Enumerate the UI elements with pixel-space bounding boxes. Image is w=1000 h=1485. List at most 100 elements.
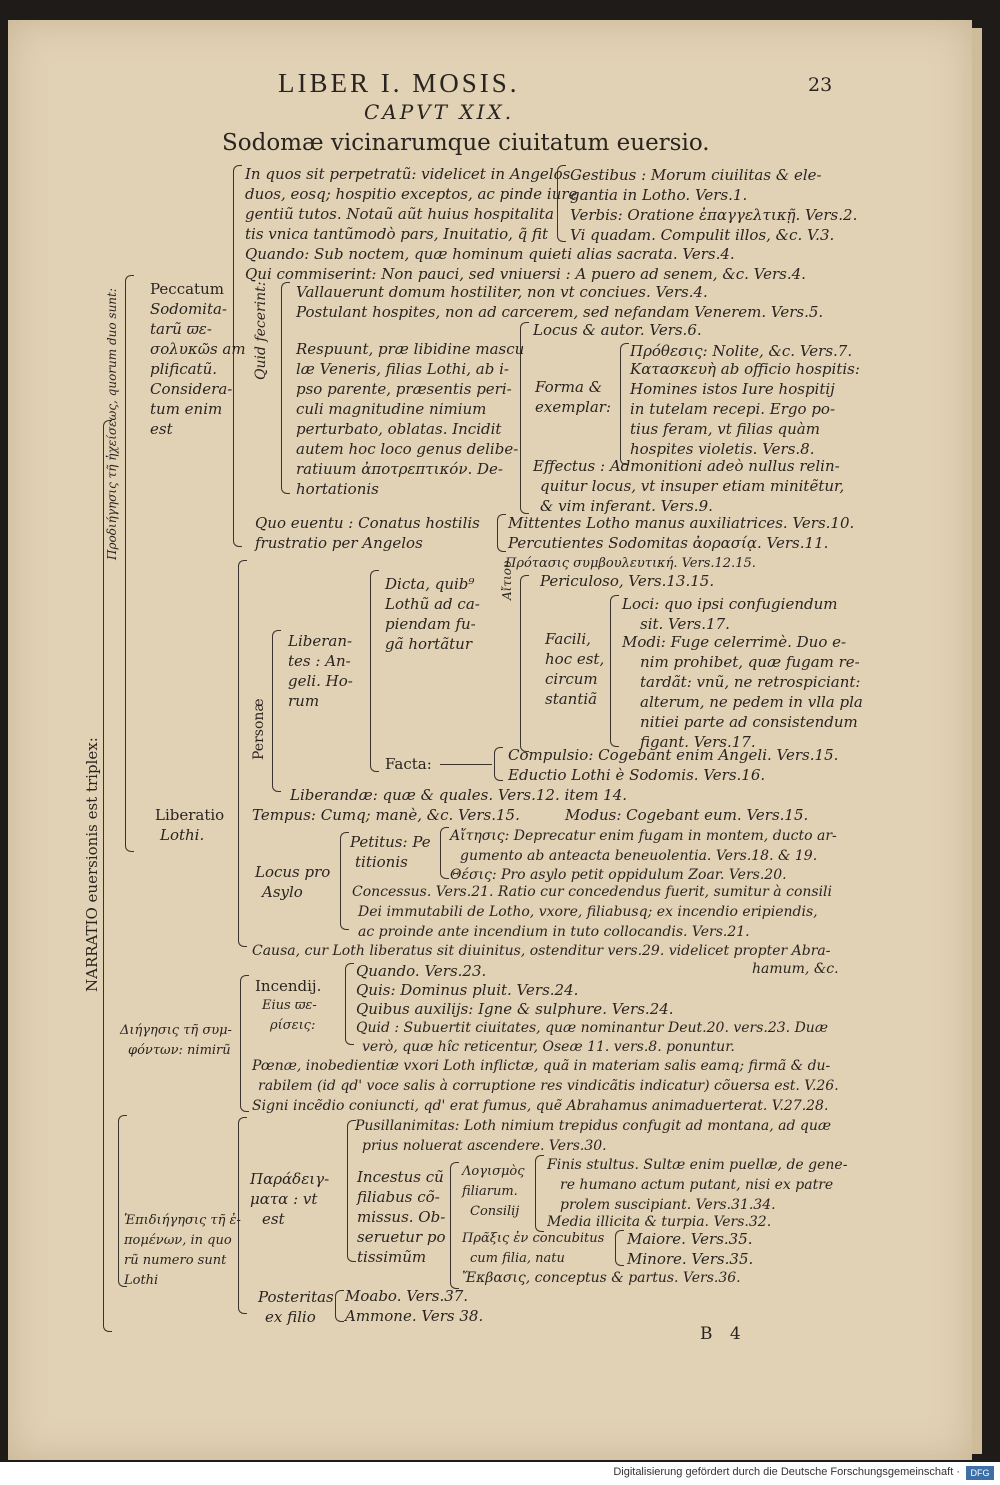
prothesis-line: Πρόθεσις: Nolite, &c. Vers.7. <box>630 342 853 360</box>
liberatio-label-2: Lothi. <box>160 826 205 844</box>
compulsio-line: Compulsio: Cogebant enim Angeli. Vers.15… <box>508 746 839 764</box>
bracket-main <box>103 420 112 1332</box>
chapter-heading: CAPVT XIX. <box>364 100 515 124</box>
loci-line-1: Loci: quo ipsi confugiendum <box>622 595 838 613</box>
poenae-line-2: rabilem (id qd' voce salis à corruptione… <box>258 1078 839 1094</box>
locus-autor-line: Locus & autor. Vers.6. <box>533 321 702 339</box>
protasis-line: Πρότασις συμβουλευτική. Vers.12.15. <box>505 556 756 571</box>
bracket-praxis <box>615 1230 624 1266</box>
bracket-incestus <box>450 1162 459 1289</box>
bracket-diegesis <box>240 975 249 1112</box>
causa-line-2: hamum, &c. <box>752 961 839 977</box>
aitesis-line-2: gumento ab anteacta beneuolentia. Vers.1… <box>460 848 818 864</box>
media-line: Media illicita & turpia. Vers.32. <box>547 1214 772 1230</box>
pusillanimitas-line-1: Pusillanimitas: Loth nimium trepidus con… <box>355 1118 832 1134</box>
quid-line-2: verò, quæ hîc reticentur, Oseæ 11. vers.… <box>362 1039 735 1055</box>
incendij-label-3: ρίσεις: <box>270 1018 316 1033</box>
posteritas-label-1: Posteritas <box>258 1288 334 1306</box>
locus-pro-line-1: Locus pro <box>255 863 331 881</box>
vi-line: Vi quadam. Compulit illos, &c. V.3. <box>570 226 835 244</box>
bracket-epid <box>118 1115 127 1287</box>
bracket-peccatum <box>233 165 242 547</box>
quando-incendij-line: Quando. Vers.23. <box>356 962 487 980</box>
bracket-logismos <box>535 1155 544 1232</box>
dfg-logo-icon: DFG <box>966 1466 994 1480</box>
thesis-line: Θέσις: Pro asylo petit oppidulum Zoar. V… <box>450 867 787 883</box>
incendij-label-2: Eius ϖε- <box>262 998 317 1013</box>
diegesis-label-2: φόντων: nimirũ <box>128 1043 231 1058</box>
bracket-facta <box>494 747 503 781</box>
petitus-line-1: Petitus: Pe <box>350 833 431 851</box>
petitus-line-2: titionis <box>355 853 408 871</box>
aitesis-line-1: Αἴτησις: Deprecatur enim fugam in montem… <box>450 828 837 844</box>
bracket-dicta <box>520 575 529 752</box>
percutientes-line: Percutientes Sodomitas ἀορασίᾳ. Vers.11. <box>508 534 829 552</box>
quibus-line: Quibus auxilijs: Igne & sulphure. Vers.2… <box>356 1000 674 1018</box>
bracket-petitus <box>440 827 449 879</box>
posteritas-label-2: ex filio <box>265 1308 316 1326</box>
ammone-line: Ammone. Vers 38. <box>345 1307 484 1325</box>
vallauerunt-line: Vallauerunt domum hostiliter, non vt con… <box>296 283 708 301</box>
facta-label: Facta: <box>385 755 432 773</box>
quo-euentu-line-1: Quo euentu : Conatus hostilis <box>255 514 480 532</box>
in-quos-line-2: duos, eosq; hospitio exceptos, ac pinde … <box>245 185 578 203</box>
diegesis-label-1: Διήγησις τῆ συμ- <box>120 1023 232 1038</box>
poenae-line-1: Pœnæ, inobedientiæ vxori Loth inflictæ, … <box>252 1058 831 1074</box>
bracket-first-part <box>125 275 134 852</box>
liberandae-line: Liberandæ: quæ & quales. Vers.12. item 1… <box>290 786 628 804</box>
liberatio-label-1: Liberatio <box>155 806 225 824</box>
causa-line: Causa, cur Loth liberatus sit diuinitus,… <box>252 943 831 959</box>
ekbasis-line: Ἔκβασις, conceptus & partus. Vers.36. <box>462 1270 741 1286</box>
verbis-line: Verbis: Oratione ἐπαγγελτικῇ. Vers.2. <box>570 206 858 224</box>
chapter-title: Sodomæ vicinarumque ciuitatum euersio. <box>222 130 710 156</box>
bracket-facili <box>610 595 619 747</box>
eductio-line: Eductio Lothi è Sodomis. Vers.16. <box>508 766 766 784</box>
quo-euentu-line-2: frustratio per Angelos <box>255 534 423 552</box>
forma-line-1: Forma & <box>535 378 603 396</box>
running-title: LIBER I. MOSIS. <box>278 68 520 98</box>
vertical-personae: Personæ <box>251 698 267 760</box>
signi-line: Signi incẽdio coniuncti, qd' erat fumus,… <box>252 1098 829 1114</box>
vertical-quid-fecerint: Quid fecerint: <box>253 281 269 380</box>
bracket-incendij <box>345 963 354 1045</box>
praxis-line-2: cum filia, natu <box>470 1251 565 1266</box>
bracket-liberantes <box>370 570 379 772</box>
quando-line: Quando: Sub noctem, quæ hominum quieti a… <box>245 245 735 263</box>
bracket-forma <box>620 343 629 465</box>
moabo-line: Moabo. Vers.37. <box>345 1287 469 1305</box>
tempus-line: Tempus: Cumq; manè, &c. Vers.15. <box>252 806 520 824</box>
qui-commiserint-line: Qui commiserint: Non pauci, sed vniuersi… <box>245 265 806 283</box>
in-quos-line-1: In quos sit perpetratũ: videlicet in Ang… <box>245 165 571 183</box>
gestibus-line-2: gantia in Lotho. Vers.1. <box>570 186 748 204</box>
page-number: 23 <box>808 74 833 96</box>
in-quos-line-3: gentiũ tutos. Notaũ aũt huius hospitalit… <box>245 205 554 223</box>
gestibus-line-1: Gestibus : Morum ciuilitas & ele- <box>570 166 822 184</box>
bracket-posteritas <box>335 1290 344 1322</box>
bracket-paradigma <box>238 1117 247 1314</box>
in-quos-line-4: tis vnica tantũmodò pars, Inuitatio, q̃ … <box>245 225 549 243</box>
bracket-exempla <box>347 1120 356 1262</box>
bracket-quo-euentu <box>497 514 506 552</box>
vertical-main-label: NARRATIO euersionis est triplex: <box>83 737 101 992</box>
loci-line-2: sit. Vers.17. <box>640 615 730 633</box>
page-edge <box>972 28 982 1454</box>
bracket-locus-pro <box>340 832 349 930</box>
book-page <box>8 20 972 1460</box>
praxis-line-1: Πρᾶξις ἐν concubitus <box>462 1231 605 1246</box>
facta-connector-line <box>440 764 492 765</box>
mittentes-line: Mittentes Lotho manus auxiliatrices. Ver… <box>508 514 855 532</box>
bracket-gestibus <box>557 165 566 242</box>
minore-line: Minore. Vers.35. <box>627 1250 754 1268</box>
incendij-label-1: Incendij. <box>255 977 322 995</box>
maiore-line: Maiore. Vers.35. <box>627 1230 753 1248</box>
pusillanimitas-line-2: prius noluerat ascendere. Vers.30. <box>362 1138 607 1154</box>
locus-pro-line-2: Asylo <box>262 883 303 901</box>
postulant-line: Postulant hospites, non ad carcerem, sed… <box>296 303 824 321</box>
quis-line: Quis: Dominus pluit. Vers.24. <box>356 981 579 999</box>
forma-line-2: exemplar: <box>535 398 612 416</box>
bracket-quid-fecerint <box>281 282 290 494</box>
footer-credit: Digitalisierung gefördert durch die Deut… <box>613 1466 960 1478</box>
modus-line: Modus: Cogebant eum. Vers.15. <box>565 806 809 824</box>
bracket-personae <box>272 630 281 792</box>
bracket-respuunt <box>520 322 529 514</box>
